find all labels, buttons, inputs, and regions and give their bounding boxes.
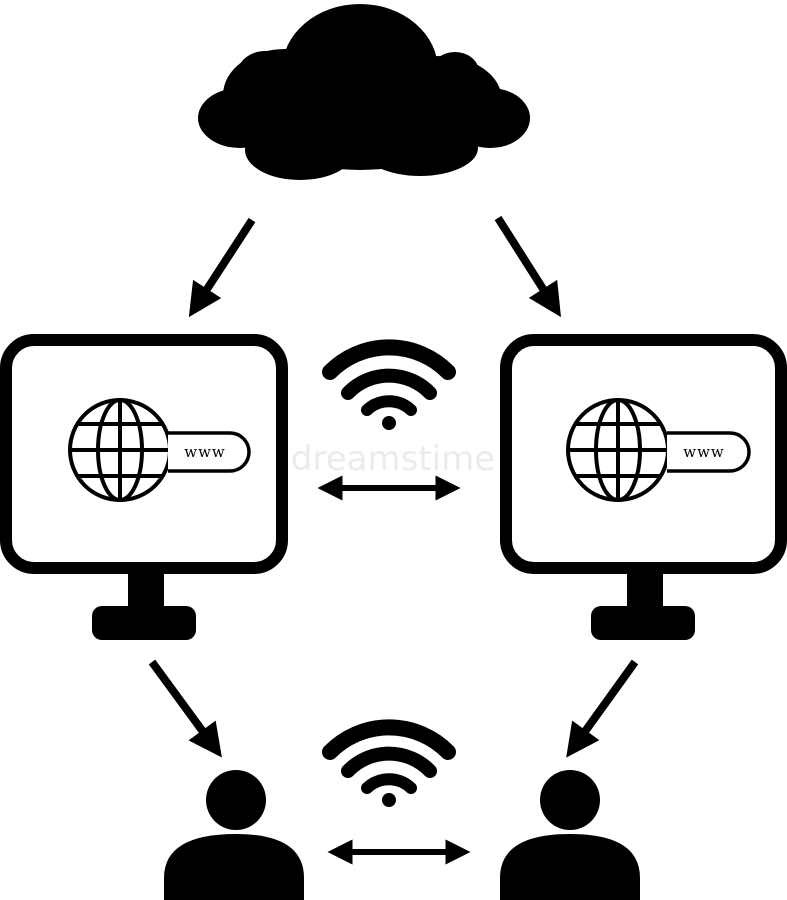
- globe-icon: [68, 398, 172, 502]
- arrow-icon: [188, 217, 256, 318]
- browser-address-text: www: [683, 443, 725, 461]
- arrow-icon: [494, 215, 562, 318]
- wifi-icon: [322, 719, 456, 807]
- person-icon: [500, 770, 640, 900]
- browser-address-bar: www: [168, 431, 251, 473]
- globe-icon: [566, 398, 670, 502]
- arrow-icon: [148, 659, 222, 758]
- person-icon: [164, 770, 304, 900]
- watermark: dreamstime: [291, 439, 495, 479]
- browser-address-text: www: [184, 443, 226, 461]
- cloud-icon: [198, 4, 530, 180]
- monitor-icon: [500, 334, 787, 640]
- browser-address-bar: www: [667, 431, 751, 473]
- arrow-icon: [566, 659, 639, 758]
- monitor-icon: [0, 334, 288, 640]
- wifi-icon: [322, 339, 456, 430]
